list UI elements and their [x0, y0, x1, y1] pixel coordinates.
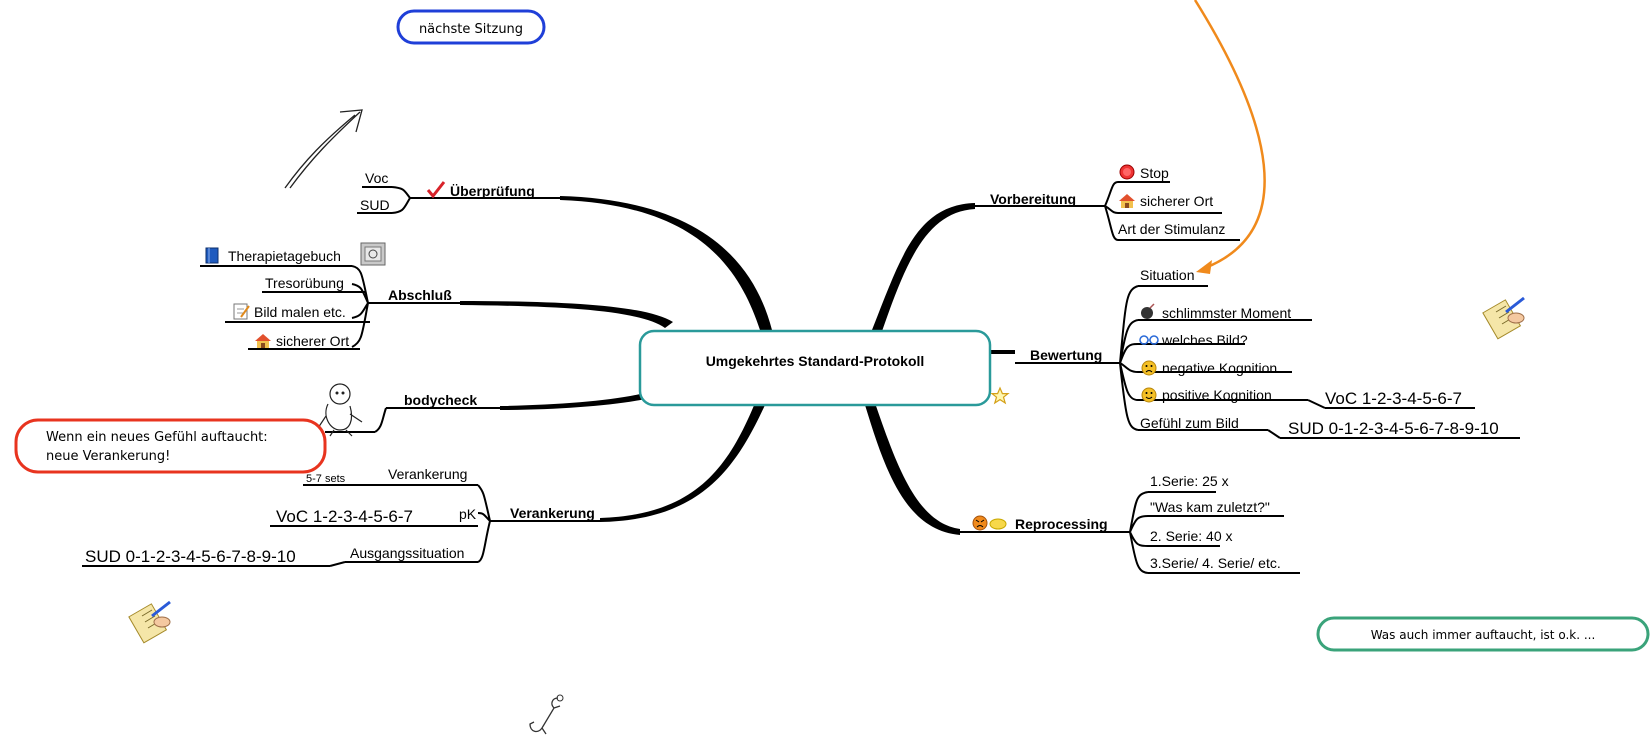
verankerung-voc: VoC 1-2-3-4-5-6-7 [276, 507, 413, 526]
checklist-icon [128, 600, 171, 644]
reprocessing-title: Reprocessing [1015, 516, 1108, 532]
callout-whatever[interactable]: Was auch immer auftaucht, ist o.k. ... [1316, 616, 1650, 652]
check-icon [426, 181, 446, 199]
ueberpruefung-sud: SUD [360, 197, 390, 213]
bewertung-title: Bewertung [1030, 347, 1102, 363]
verankerung-pk: pK [459, 506, 477, 522]
trunk-verankerung [600, 403, 765, 522]
ueberpruefung-voc: Voc [365, 170, 388, 186]
verankerung-title: Verankerung [510, 505, 595, 521]
reprocessing-item-4: 3.Serie/ 4. Serie/ etc. [1150, 555, 1281, 571]
abschluss-title: Abschluß [388, 287, 452, 303]
book-icon [205, 247, 219, 264]
topic-reprocessing[interactable]: Reprocessing [960, 491, 1300, 574]
abschluss-sicherer-ort: sicherer Ort [276, 333, 349, 349]
branch-trunks [460, 196, 1015, 535]
safe-icon [360, 242, 386, 266]
bomb-icon [1141, 303, 1155, 319]
abschluss-tresoruebung: Tresorübung [265, 275, 344, 291]
topic-vorbereitung[interactable]: Vorbereitung [975, 181, 1240, 241]
bewertung-schlimmster: schlimmster Moment [1162, 305, 1291, 321]
vorbereitung-title: Vorbereitung [990, 191, 1076, 207]
callout-next-session-text: nächste Sitzung [419, 22, 523, 37]
cloud-icon [989, 518, 1007, 530]
checklist-icon [1482, 296, 1525, 340]
vorbereitung-item-stop: Stop [1140, 165, 1169, 181]
central-topic-label: Umgekehrtes Standard-Protokoll [706, 353, 925, 369]
hook-icon [529, 694, 564, 735]
abschluss-therapietagebuch: Therapietagebuch [228, 248, 341, 264]
glasses-icon [1139, 335, 1159, 345]
callout-new-feeling-line2: neue Verankerung! [46, 449, 170, 464]
sketch-arrow-icon [284, 109, 363, 189]
central-topic[interactable]: Umgekehrtes Standard-Protokoll [638, 329, 992, 407]
topic-ueberpruefung[interactable]: Überprüfung [357, 183, 560, 214]
house-icon [255, 334, 271, 348]
callout-new-feeling[interactable]: Wenn ein neues Gefühl auftaucht: neue Ve… [14, 418, 327, 474]
reprocessing-item-2: "Was kam zuletzt?" [1150, 499, 1270, 515]
trunk-bewertung [990, 350, 1015, 354]
house-icon [1119, 194, 1135, 208]
callout-next-session[interactable]: nächste Sitzung [396, 9, 546, 45]
smile-face-icon [1141, 387, 1157, 403]
topic-abschluss[interactable]: Abschluß [200, 265, 460, 350]
bewertung-bild: welches Bild? [1161, 332, 1248, 348]
bewertung-gefuehl: Gefühl zum Bild [1140, 415, 1239, 431]
bodycheck-title: bodycheck [404, 392, 477, 408]
bewertung-positiv: positive Kognition [1162, 387, 1272, 403]
bewertung-voc: VoC 1-2-3-4-5-6-7 [1325, 389, 1462, 408]
vorbereitung-item-sicherer-ort: sicherer Ort [1140, 193, 1213, 209]
reprocessing-item-3: 2. Serie: 40 x [1150, 528, 1233, 544]
callout-whatever-text: Was auch immer auftaucht, ist o.k. ... [1371, 628, 1596, 642]
vorbereitung-item-stimulanz: Art der Stimulanz [1118, 221, 1225, 237]
verankerung-ausgang: Ausgangssituation [350, 545, 464, 561]
verankerung-verankerung: Verankerung [388, 466, 467, 482]
trunk-ueberpruefung [560, 196, 772, 330]
callout-new-feeling-line1: Wenn ein neues Gefühl auftaucht: [46, 430, 268, 445]
bewertung-sud: SUD 0-1-2-3-4-5-6-7-8-9-10 [1288, 419, 1499, 438]
bewertung-situation: Situation [1140, 267, 1194, 283]
trunk-abschluss [460, 301, 673, 328]
ueberpruefung-title: Überprüfung [450, 183, 535, 199]
trunk-vorbereitung [870, 203, 975, 337]
topic-bewertung[interactable]: Bewertung [1015, 285, 1520, 439]
star-icon [990, 386, 1010, 405]
sad-face-icon [1141, 360, 1157, 376]
relationship-arrow [1193, 0, 1266, 274]
bewertung-negativ: negative Kognition [1162, 360, 1277, 376]
verankerung-sets: 5-7 sets [306, 473, 346, 485]
abschluss-bild-malen: Bild malen etc. [254, 304, 346, 320]
verankerung-sud: SUD 0-1-2-3-4-5-6-7-8-9-10 [85, 547, 296, 566]
angry-face-icon [972, 515, 988, 531]
trunk-reprocessing [865, 403, 960, 535]
topic-verankerung[interactable]: Verankerung [82, 484, 600, 567]
notepad-icon [233, 303, 250, 320]
monkey-icon [317, 383, 363, 437]
reprocessing-item-1: 1.Serie: 25 x [1150, 473, 1229, 489]
trunk-bodycheck [500, 392, 650, 410]
stop-icon [1119, 164, 1135, 180]
